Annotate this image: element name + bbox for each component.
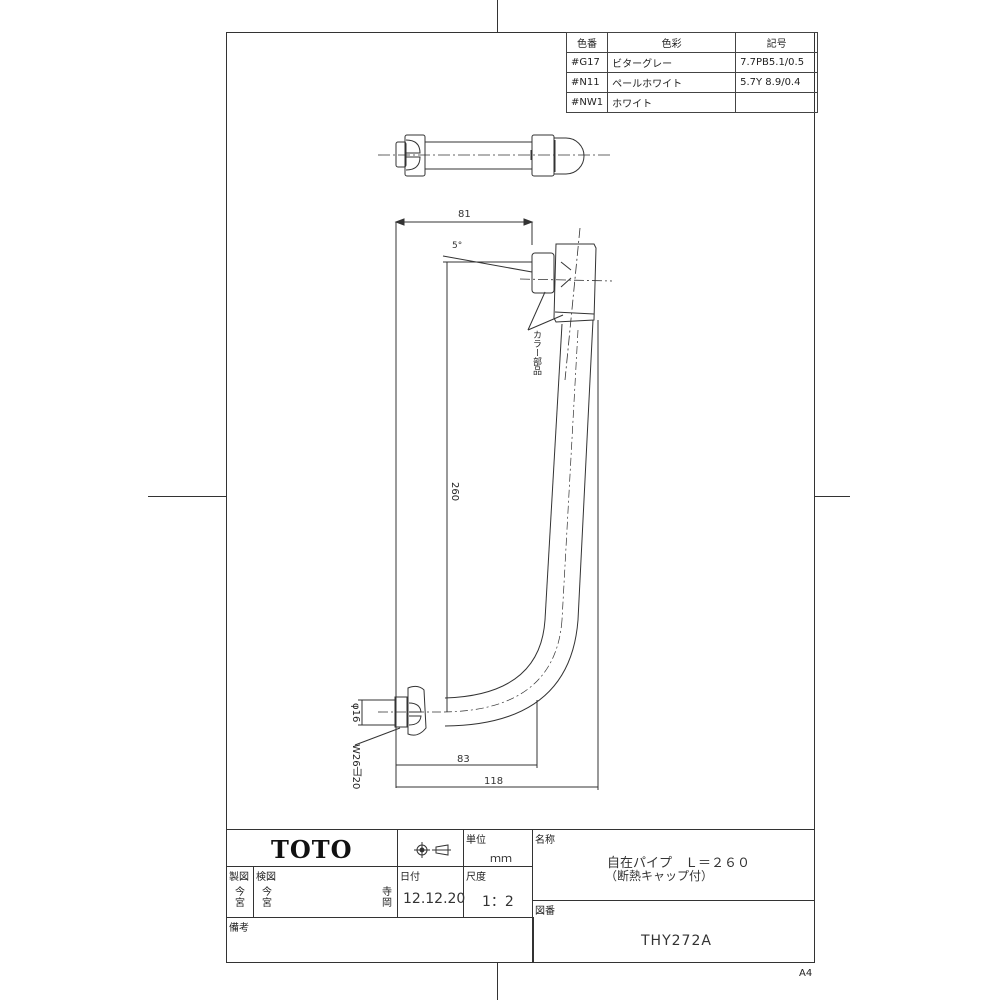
crop-mark-left [148, 496, 226, 497]
scale-cell: 尺度 1：2 [463, 866, 533, 918]
projection-cell [397, 829, 464, 867]
dim-diameter: φ16 [350, 703, 361, 723]
remarks-cell: 備考 [226, 917, 534, 963]
dim-top-width: 81 [458, 209, 471, 220]
checked-label: 検図 [256, 872, 276, 883]
date-cell: 日付 12.12.20 [397, 866, 466, 918]
toto-logo: TOTO [271, 835, 353, 864]
title-logo-cell: TOTO [226, 829, 398, 867]
dim-height: 260 [449, 482, 460, 502]
top-view [378, 134, 612, 177]
product-subtitle: （断熱キャップ付） [605, 869, 714, 883]
drawing-number-cell: 図番 THY272A [532, 900, 815, 963]
pipe-side-view [354, 218, 613, 790]
product-name: 自在パイプ Ｌ＝２６０ [607, 856, 751, 871]
drawing-number: THY272A [641, 933, 712, 949]
annotation-color-part: カラー部品 [531, 330, 541, 375]
name-label: 名称 [535, 835, 555, 846]
unit-label: 単位 [466, 835, 486, 846]
color-row: #NW1 ホワイト [565, 92, 819, 113]
date-value: 12.12.20 [403, 891, 466, 907]
color-row: #N11 ペールホワイト 5.7Y 8.9/0.4 [565, 72, 819, 93]
color-table-header: 色番 色彩 記号 [565, 32, 819, 53]
crop-mark-bottom [497, 963, 498, 1000]
dim-angle: 5° [452, 241, 462, 251]
unit-cell: 単位 ｍｍ [463, 829, 533, 867]
checked-by-2: 寺岡 [382, 887, 392, 909]
dim-inner-width: 83 [457, 754, 470, 765]
remarks-label: 備考 [229, 923, 249, 934]
drawn-cell: 製図 今宮 [226, 866, 254, 918]
drawing-number-label: 図番 [535, 906, 555, 917]
drawn-by: 今宮 [235, 887, 245, 909]
crop-mark-right [815, 496, 850, 497]
color-munsell [735, 92, 819, 113]
dim-total-width: 118 [484, 776, 503, 787]
unit-value: ｍｍ [490, 852, 512, 865]
color-munsell: 5.7Y 8.9/0.4 [735, 72, 819, 93]
color-table: 色番 色彩 記号 #G17 ビターグレー 7.7PB5.1/0.5 #N11 ペ… [565, 32, 819, 113]
color-code: #NW1 [565, 92, 609, 113]
checked-by-1: 今宮 [262, 887, 272, 909]
date-label: 日付 [400, 872, 420, 883]
third-angle-projection-icon [414, 842, 451, 858]
scale-label: 尺度 [466, 872, 486, 883]
checked-cell: 検図 今宮 寺岡 [253, 866, 398, 918]
paper-size: A4 [799, 968, 813, 979]
scale-value: 1：2 [482, 894, 514, 910]
drawn-label: 製図 [229, 872, 249, 883]
name-cell: 名称 自在パイプ Ｌ＝２６０ （断熱キャップ付） [532, 829, 815, 901]
technical-drawing: 81 5° 83 118 [354, 134, 613, 790]
crop-mark-top [497, 0, 498, 32]
dim-thread: W26山20 [350, 744, 361, 790]
color-name: ホワイト [607, 92, 737, 113]
